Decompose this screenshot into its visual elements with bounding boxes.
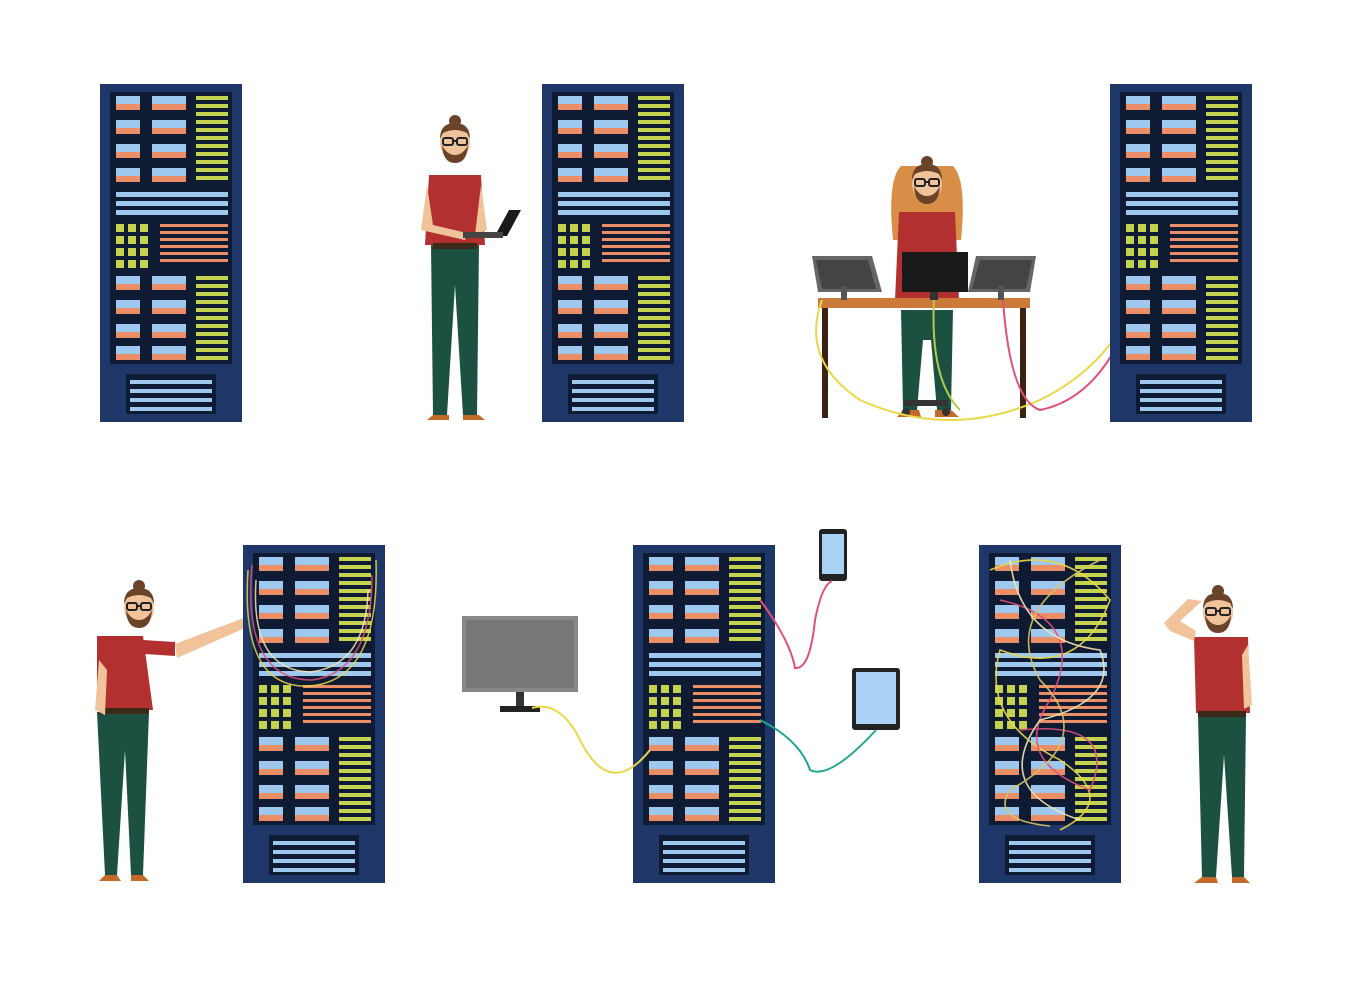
tablet-icon (852, 668, 900, 730)
laptop-icon (463, 210, 521, 238)
server-rack-icon (100, 84, 242, 422)
person-icon (95, 579, 245, 881)
server-rack-icon (542, 84, 684, 422)
server-rack-icon (243, 545, 385, 883)
server-rack-icon (1110, 84, 1252, 422)
person-icon (421, 114, 487, 420)
cable-icon (246, 559, 377, 687)
server-rack-icon (979, 545, 1121, 883)
server-rack-icon (633, 545, 775, 883)
cable-icon (531, 580, 877, 774)
person-icon (1164, 584, 1252, 883)
monitor-icon (812, 252, 1036, 300)
monitor-icon (462, 616, 578, 712)
smartphone-icon (819, 529, 847, 581)
cable-icon (989, 559, 1111, 831)
cable-icon (815, 299, 1126, 421)
